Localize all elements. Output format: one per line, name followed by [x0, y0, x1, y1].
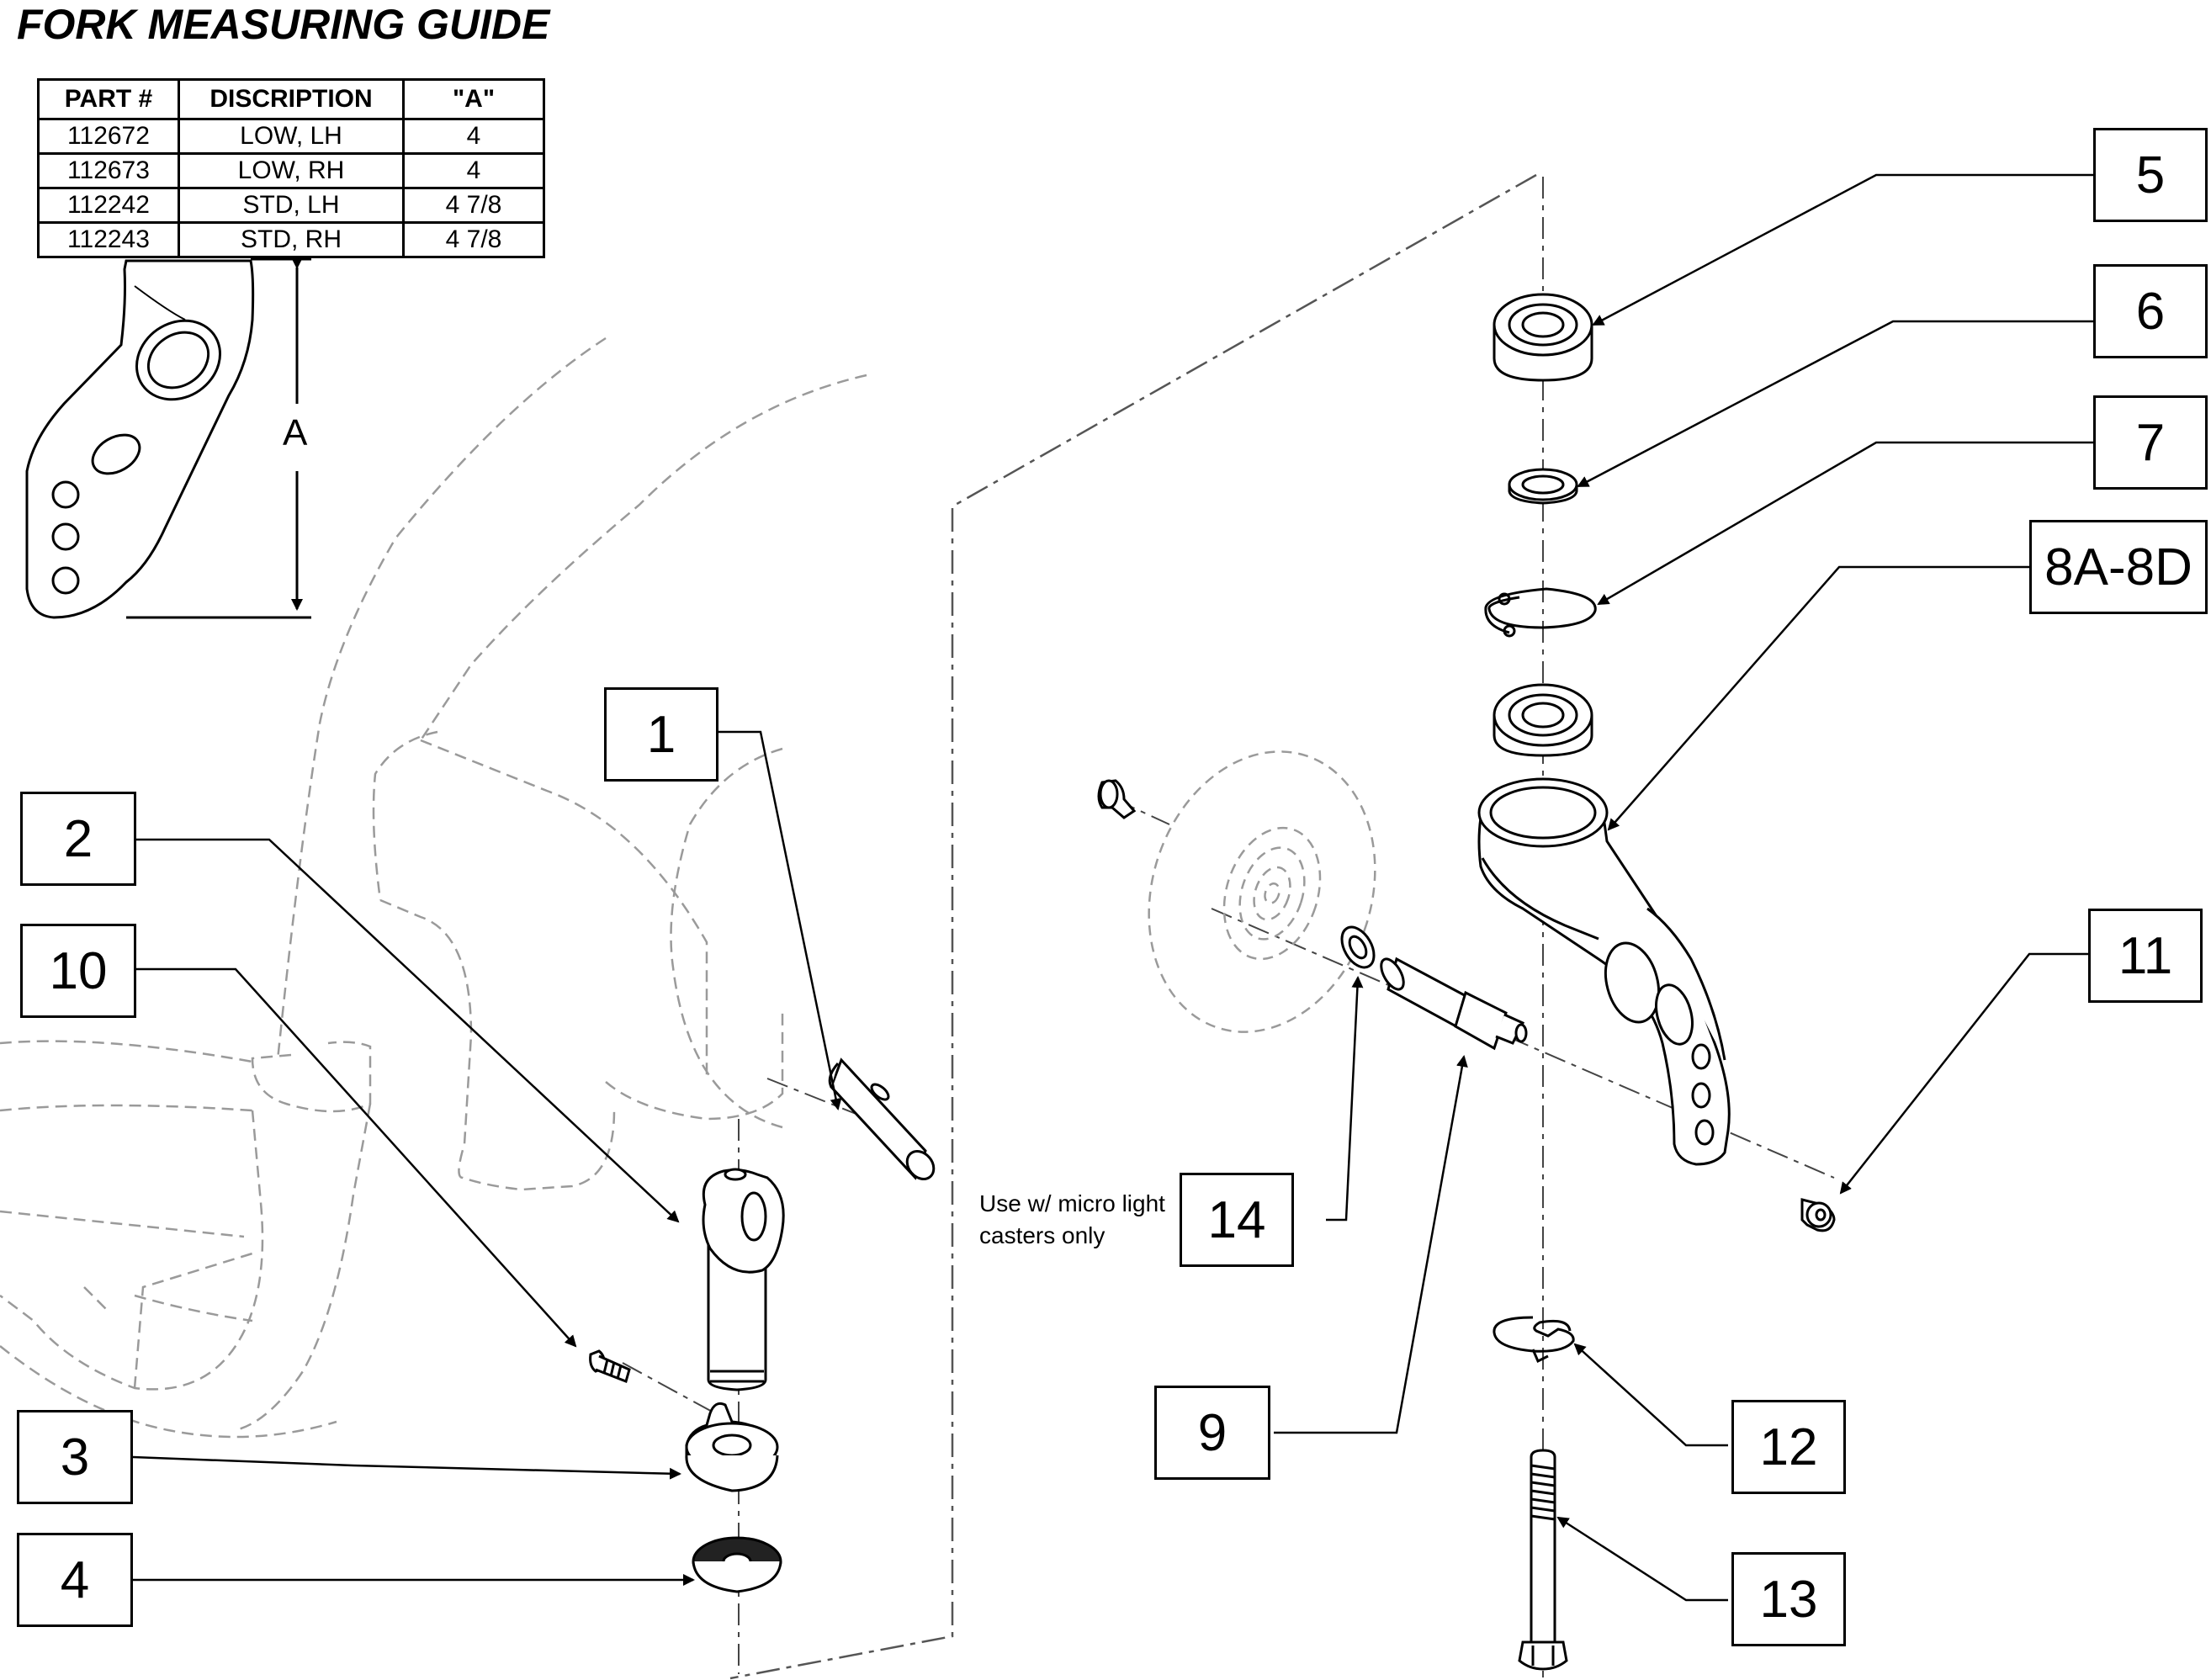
callout-1: 1 — [604, 687, 718, 782]
part-13-bolt — [1518, 1449, 1568, 1671]
table-cell: 4 7/8 — [402, 221, 545, 258]
table-cell: 4 — [402, 152, 545, 189]
callout-9: 9 — [1154, 1386, 1270, 1480]
dimension-label: A — [283, 412, 308, 453]
bearing-lower — [1493, 683, 1593, 757]
table-cell: LOW, LH — [178, 118, 405, 155]
part-4-washer — [692, 1536, 782, 1593]
table-cell: 112672 — [37, 118, 180, 155]
part-14-spacer — [1340, 925, 1376, 969]
callout-10: 10 — [20, 924, 136, 1018]
part-12-clip — [1493, 1316, 1575, 1364]
table-cell: LOW, RH — [178, 152, 405, 189]
table-header-cell: DISCRIPTION — [178, 78, 405, 120]
table-cell: 4 — [402, 118, 545, 155]
ghost-frame — [0, 337, 867, 1439]
callout-12: 12 — [1731, 1400, 1846, 1494]
table-header-cell: "A" — [402, 78, 545, 120]
table-cell: 4 7/8 — [402, 187, 545, 224]
table-header-cell: PART # — [37, 78, 180, 120]
callout-5: 5 — [2093, 128, 2208, 222]
callout-8a-8d: 8A-8D — [2029, 520, 2208, 614]
part-9-axle — [1380, 957, 1528, 1051]
part-8-fork — [1477, 777, 1731, 1166]
part-3-washer — [685, 1402, 779, 1492]
callout-14: 14 — [1180, 1173, 1294, 1267]
callout-13: 13 — [1731, 1552, 1846, 1646]
part-5-bearing — [1493, 293, 1593, 382]
part-2-stem — [702, 1168, 785, 1391]
callout-2: 2 — [20, 792, 136, 886]
panel-outline — [729, 173, 1537, 1680]
callout-7: 7 — [2093, 395, 2208, 490]
table-cell: STD, RH — [178, 221, 405, 258]
table-cell: 112673 — [37, 152, 180, 189]
leader-lines — [132, 173, 2093, 1602]
table-row: 112673 LOW, RH 4 — [37, 152, 545, 189]
fork-spec-table: PART # DISCRIPTION "A" 112672 LOW, LH 4 … — [37, 78, 545, 258]
table-cell: 112243 — [37, 221, 180, 258]
table-row: 112672 LOW, LH 4 — [37, 118, 545, 155]
callout-4: 4 — [17, 1533, 133, 1627]
part-6-spacer — [1508, 468, 1578, 505]
part-7-ring — [1484, 587, 1597, 638]
part-10-screw — [589, 1349, 631, 1383]
callout-6: 6 — [2093, 264, 2208, 358]
dimension-a — [126, 257, 311, 619]
table-cell: 112242 — [37, 187, 180, 224]
callout-3: 3 — [17, 1410, 133, 1504]
table-row: 112243 STD, RH 4 7/8 — [37, 221, 545, 258]
part-11-screw — [1800, 1198, 1836, 1232]
ghost-wheel — [1148, 750, 1376, 1033]
caster-note: Use w/ micro light casters only — [979, 1190, 1165, 1248]
part-1-pin — [828, 1057, 936, 1180]
page-title: FORK MEASURING GUIDE — [17, 1, 550, 48]
rivet-left — [1097, 779, 1137, 819]
table-row: 112242 STD, LH 4 7/8 — [37, 187, 545, 224]
table-header-row: PART # DISCRIPTION "A" — [37, 78, 545, 120]
table-cell: STD, LH — [178, 187, 405, 224]
fork-guide-drawing — [25, 259, 255, 619]
callout-11: 11 — [2088, 909, 2203, 1003]
